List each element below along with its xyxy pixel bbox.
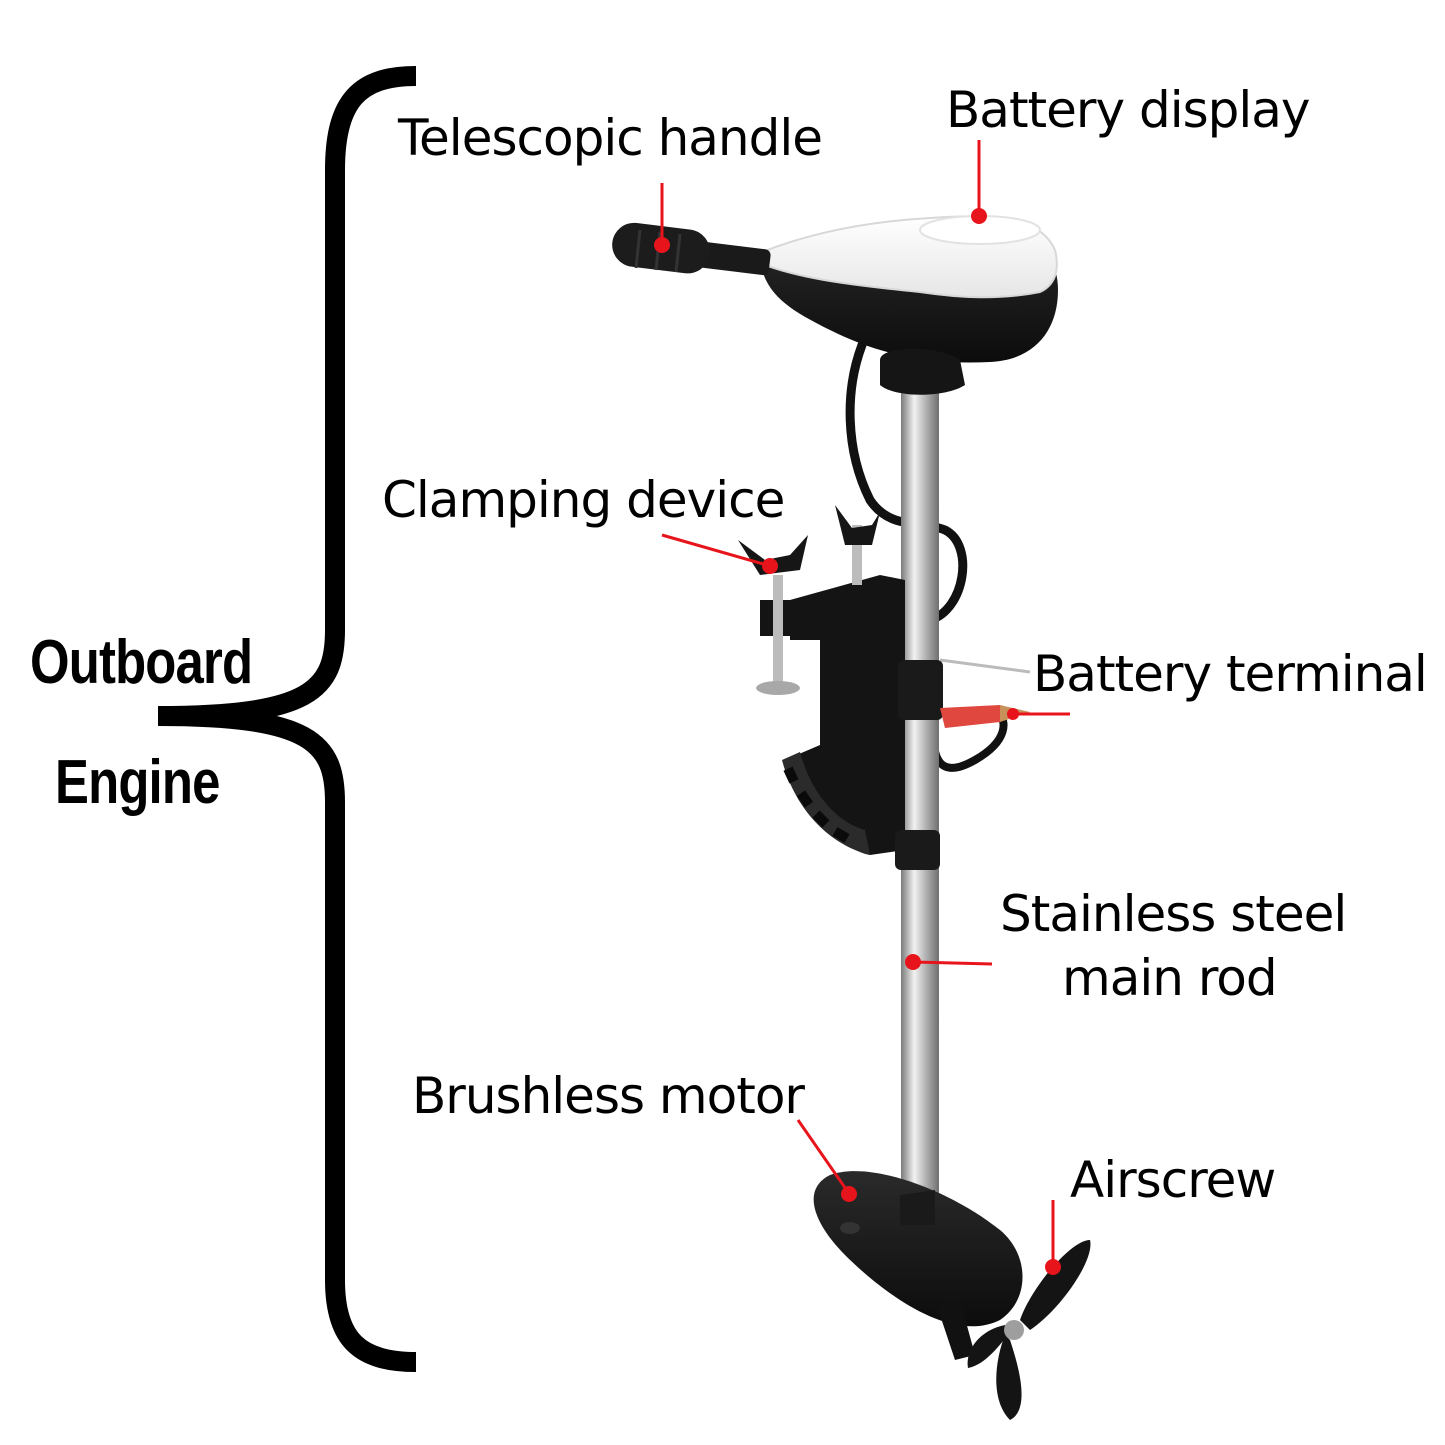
clamp-screw-right: [852, 525, 862, 585]
tilt-arc: [782, 752, 870, 855]
curly-brace: [157, 66, 417, 1372]
label-battery-display: Battery display: [946, 81, 1310, 139]
motor-mount: [900, 1190, 935, 1225]
swivel-base: [880, 348, 965, 395]
leader-lines: [654, 140, 1070, 1275]
clamp-bracket: [785, 575, 905, 855]
label-rod-line2: main rod: [1062, 949, 1278, 1007]
wing-nut-right: [835, 505, 880, 545]
thin-wire: [939, 658, 1031, 674]
wing-nut-left: [738, 535, 808, 575]
side-label-line1: Outboard: [30, 628, 253, 697]
label-rod-line1: Stainless steel: [1000, 885, 1347, 943]
skeg: [935, 1300, 975, 1360]
label-telescopic-handle: Telescopic handle: [398, 109, 823, 167]
label-airscrew: Airscrew: [1070, 1151, 1276, 1209]
clamp-jaw: [760, 600, 815, 636]
clamp-pad-left: [756, 681, 800, 695]
propeller-blade-top: [1020, 1240, 1091, 1330]
rod-collar-lower: [895, 830, 940, 870]
propeller-blade-bottom: [996, 1335, 1022, 1420]
propeller-hub: [1004, 1320, 1024, 1340]
motor-pod: [813, 1171, 1023, 1327]
label-brushless-motor: Brushless motor: [412, 1067, 805, 1125]
propeller-blade-left: [967, 1325, 1010, 1368]
side-label-line2: Engine: [55, 748, 220, 817]
rod-collar-upper: [898, 660, 943, 720]
label-battery-terminal: Battery terminal: [1033, 645, 1428, 703]
motor-vent: [840, 1222, 860, 1234]
clamp-screw-left: [773, 575, 783, 685]
label-clamping-device: Clamping device: [382, 471, 785, 529]
main-rod: [901, 385, 939, 1205]
